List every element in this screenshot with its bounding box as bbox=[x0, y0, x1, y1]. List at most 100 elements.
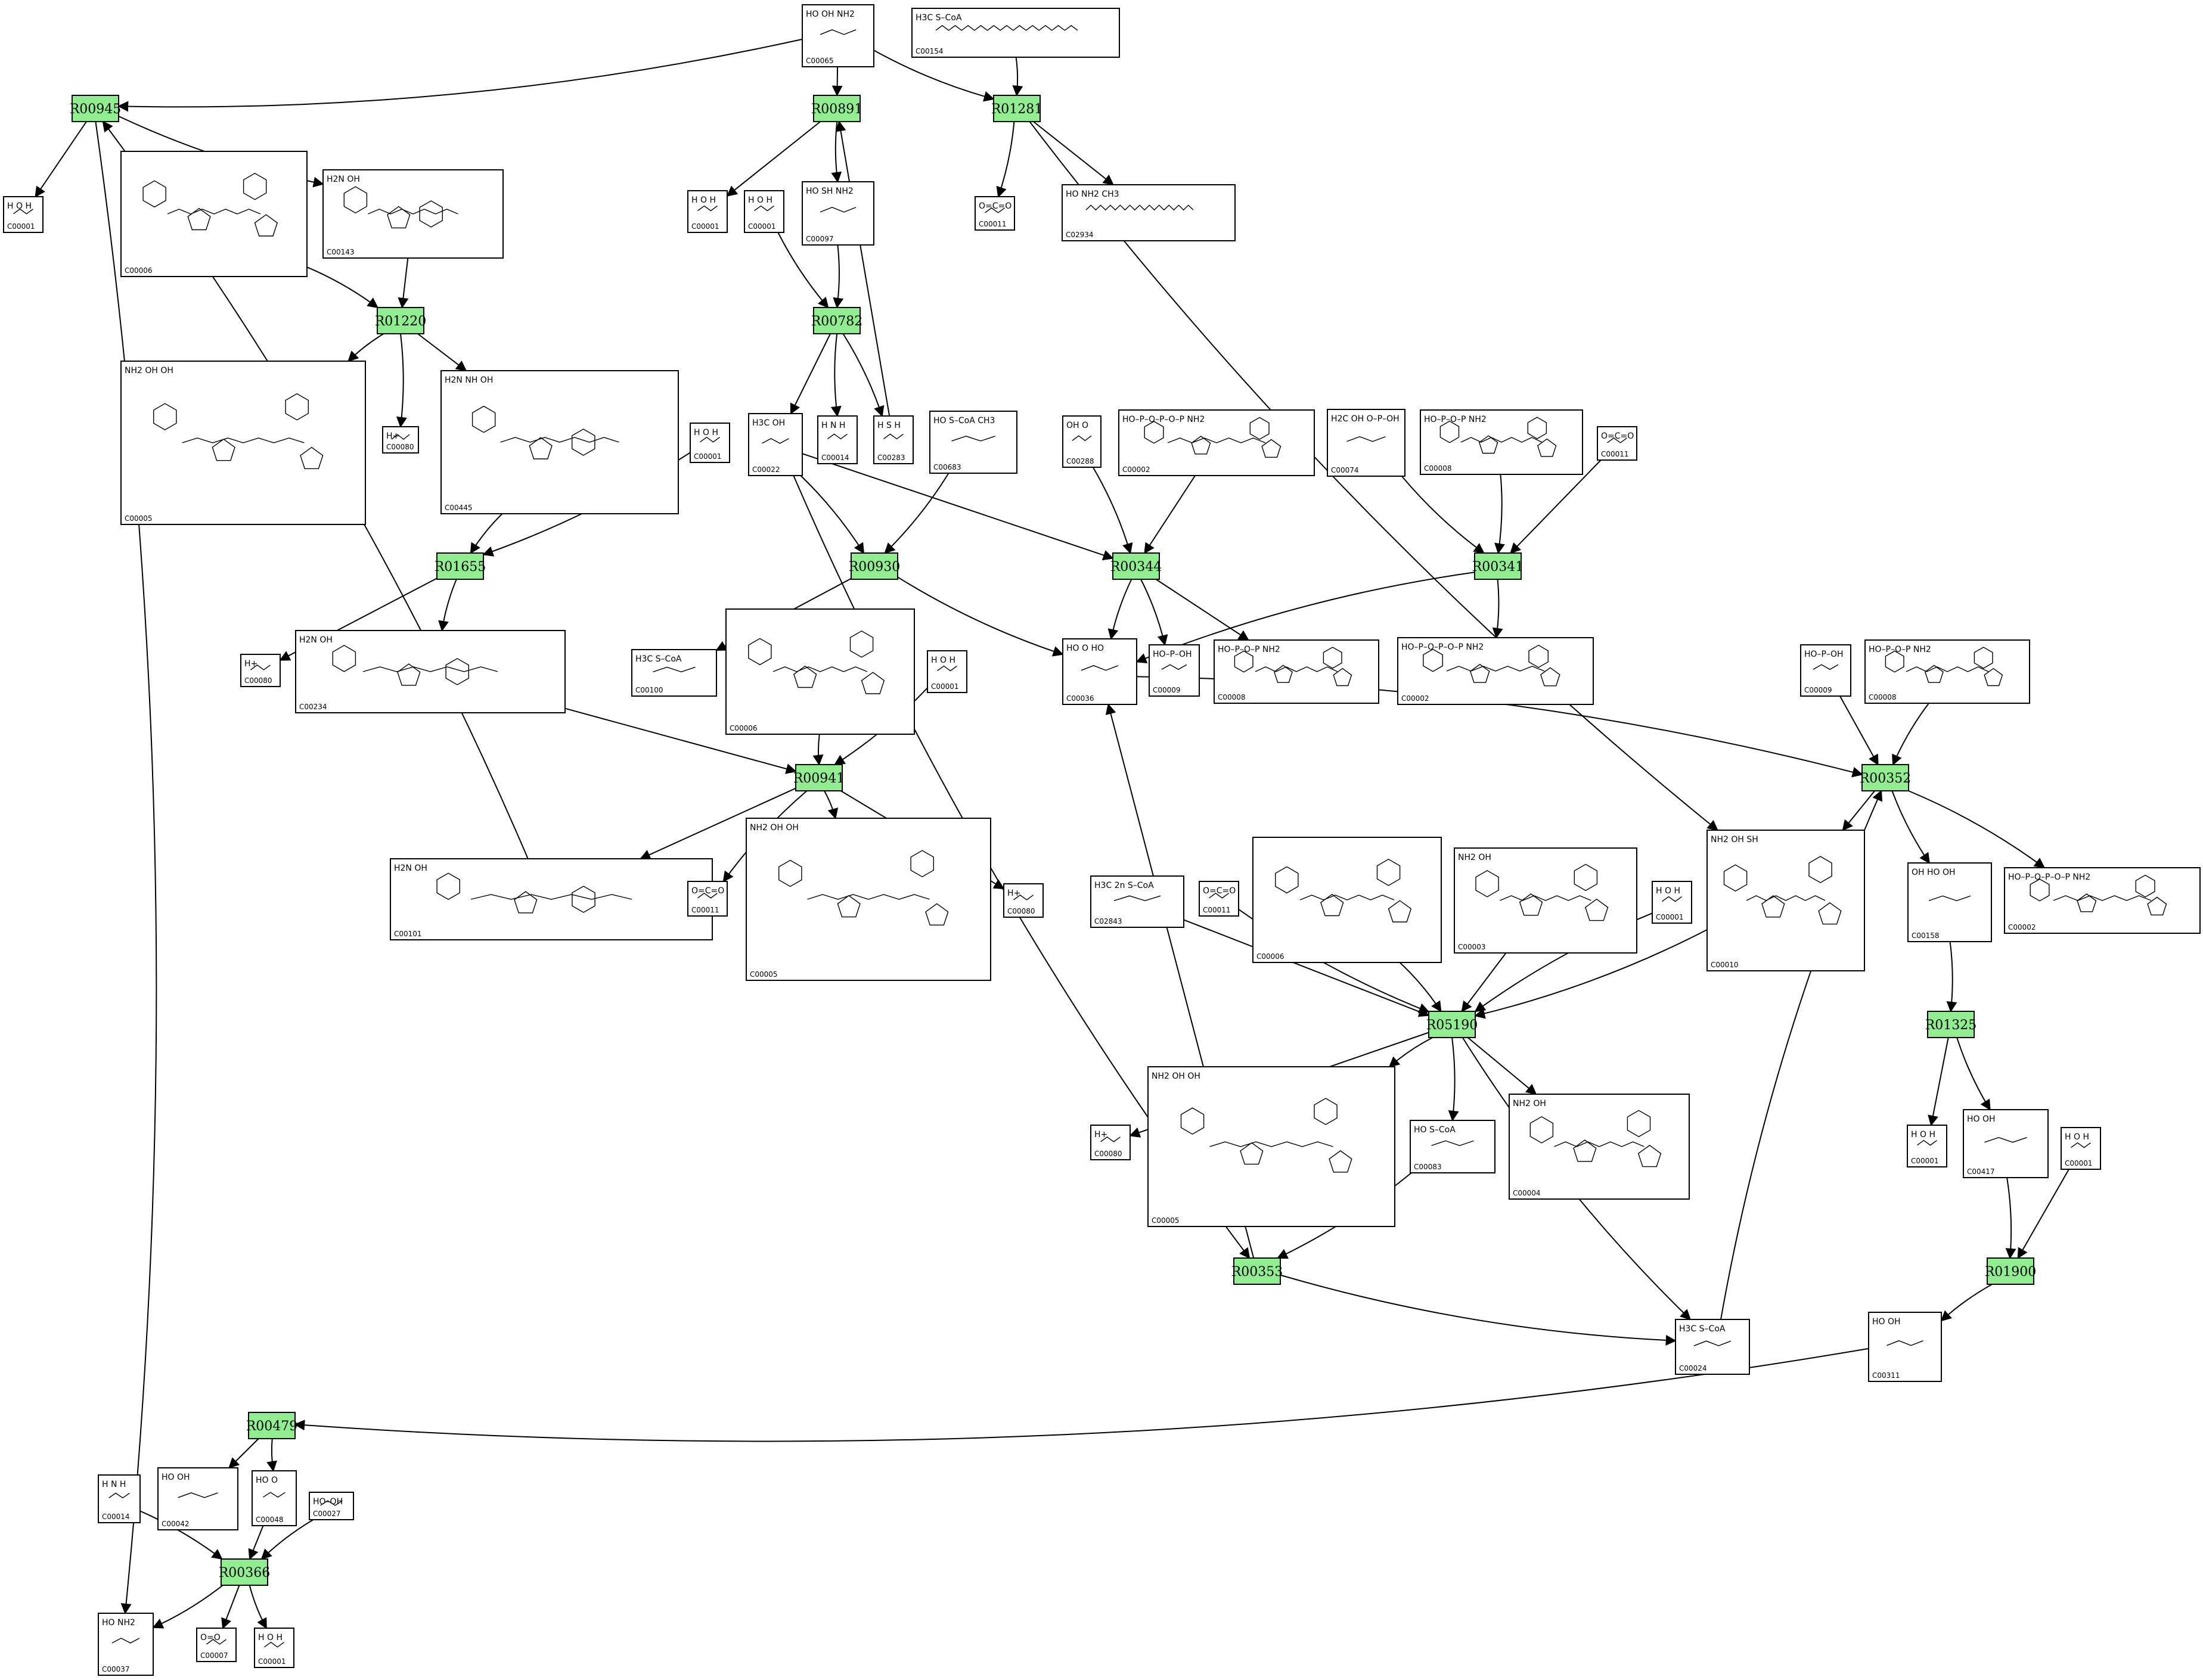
edge-c00014b-to-r00366 bbox=[139, 1510, 223, 1560]
reaction-node-r01655[interactable]: R01655 bbox=[435, 552, 486, 580]
reaction-node-r00941[interactable]: R00941 bbox=[793, 764, 845, 791]
compound-c00080[interactable]: H+C00080 bbox=[382, 426, 419, 454]
reaction-node-r00930[interactable]: R00930 bbox=[849, 552, 901, 580]
compound-id-label: C00001 bbox=[748, 222, 776, 231]
reaction-node-r00352[interactable]: R00352 bbox=[1860, 764, 1912, 791]
compound-id-label: C00007 bbox=[200, 1651, 228, 1660]
reaction-node-r00891[interactable]: R00891 bbox=[811, 95, 863, 122]
reaction-id-label: R00353 bbox=[1231, 1265, 1283, 1280]
reaction-node-r01325[interactable]: R01325 bbox=[1925, 1011, 1977, 1038]
compound-c00006[interactable]: C00006 bbox=[725, 608, 915, 735]
compound-c00006[interactable]: C00006 bbox=[1252, 837, 1442, 963]
reaction-node-r05190[interactable]: R05190 bbox=[1426, 1011, 1478, 1038]
compound-formula-text: NH2 OH SH bbox=[1711, 835, 1758, 844]
compound-c00006[interactable]: C00006 bbox=[120, 151, 308, 277]
reaction-node-r00353[interactable]: R00353 bbox=[1231, 1257, 1283, 1285]
compound-id-label: C00006 bbox=[125, 266, 153, 275]
reaction-node-r00782[interactable]: R00782 bbox=[811, 307, 863, 334]
compound-c00080[interactable]: H+C00080 bbox=[1090, 1125, 1131, 1160]
reaction-id-label: R01325 bbox=[1925, 1018, 1977, 1033]
reaction-node-r00479[interactable]: R00479 bbox=[246, 1412, 298, 1439]
compound-c00080[interactable]: H+C00080 bbox=[240, 654, 281, 687]
edge-c02843-to-r05190 bbox=[1183, 919, 1430, 1017]
compound-formula-text: O=C=O bbox=[1601, 431, 1634, 441]
reaction-node-r00945[interactable]: R00945 bbox=[70, 95, 122, 122]
reaction-node-r00366[interactable]: R00366 bbox=[219, 1558, 271, 1586]
compound-formula-text: H O H bbox=[691, 195, 716, 205]
edge-c00006a-to-r01220 bbox=[306, 266, 378, 309]
reaction-node-r01900[interactable]: R01900 bbox=[1985, 1257, 2037, 1285]
reaction-node-r00344[interactable]: R00344 bbox=[1110, 552, 1162, 580]
structure-drawing bbox=[653, 666, 696, 673]
reaction-id-label: R00782 bbox=[811, 314, 863, 329]
compound-c00080[interactable]: H+C00080 bbox=[1003, 883, 1044, 918]
reaction-node-r01281[interactable]: R01281 bbox=[991, 95, 1043, 122]
compound-formula-text: H3C S–CoA bbox=[635, 654, 682, 664]
structure-drawing bbox=[748, 630, 885, 694]
edge-r01281-to-c00011a bbox=[996, 121, 1015, 198]
compound-id-label: C00083 bbox=[1414, 1163, 1442, 1171]
structure-drawing bbox=[1275, 858, 1412, 923]
reaction-node-r00341[interactable]: R00341 bbox=[1472, 552, 1524, 580]
structure-drawing bbox=[1529, 1110, 1662, 1167]
reaction-node-r01220[interactable]: R01220 bbox=[375, 307, 427, 334]
edge-r00366-to-c00001i bbox=[249, 1585, 267, 1629]
reaction-id-label: R00344 bbox=[1110, 560, 1162, 575]
